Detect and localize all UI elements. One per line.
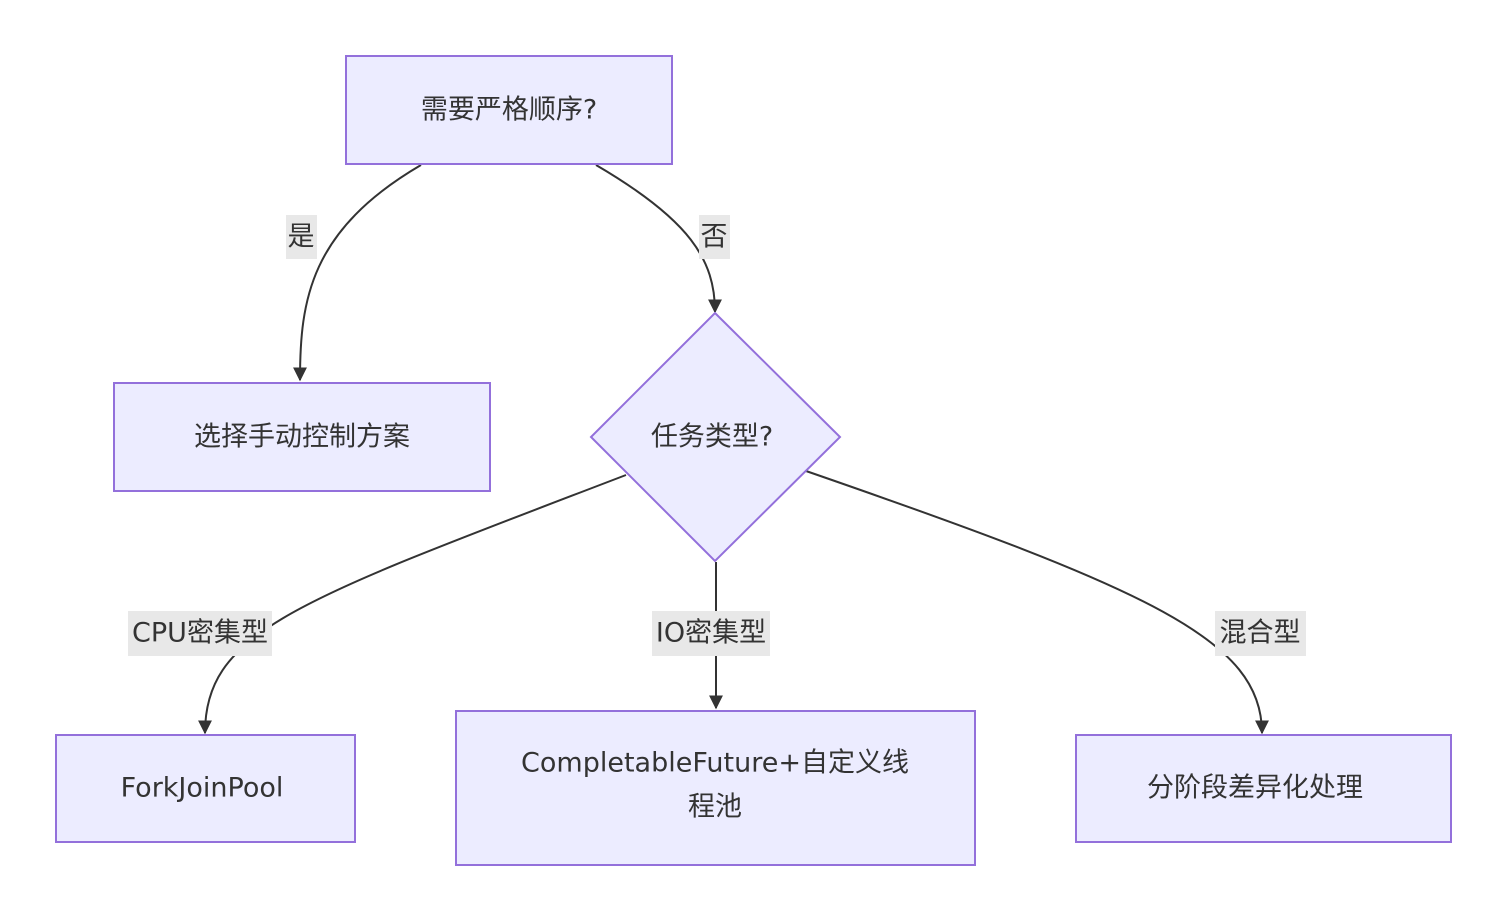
edge-label-no: 否 [699,215,730,259]
edge-label-yes-text: 是 [288,222,315,253]
node-hybrid-processing-label: 分阶段差异化处理 [1147,773,1363,804]
edge-label-io: IO密集型 [652,611,770,656]
edge-no [595,164,722,314]
edge-mixed [805,470,1269,735]
edge-label-no-text: 否 [701,222,728,253]
edge-yes [293,164,422,382]
node-manual-control: 选择手动控制方案 [113,382,491,492]
node-hybrid-processing: 分阶段差异化处理 [1075,734,1452,843]
edge-cpu [198,474,627,735]
node-completablefuture-label-line2: 程池 [688,792,742,823]
node-strict-order: 需要严格顺序? [345,55,673,165]
node-forkjoinpool: ForkJoinPool [55,734,356,843]
edge-label-mixed-text: 混合型 [1220,618,1301,649]
node-task-type-decision: 任务类型? [589,311,842,563]
edge-label-cpu: CPU密集型 [128,611,272,656]
edge-label-yes: 是 [286,215,317,259]
edge-label-mixed: 混合型 [1215,611,1306,656]
node-strict-order-label: 需要严格顺序? [421,95,597,126]
edge-label-cpu-text: CPU密集型 [132,618,268,649]
node-completablefuture: CompletableFuture+自定义线 程池 [455,710,976,866]
node-manual-control-label: 选择手动控制方案 [194,422,410,453]
node-task-type-label: 任务类型? [651,422,773,453]
node-completablefuture-label-line1: CompletableFuture+自定义线 [521,748,909,779]
node-forkjoinpool-label: ForkJoinPool [121,773,284,804]
edge-label-io-text: IO密集型 [656,618,766,649]
